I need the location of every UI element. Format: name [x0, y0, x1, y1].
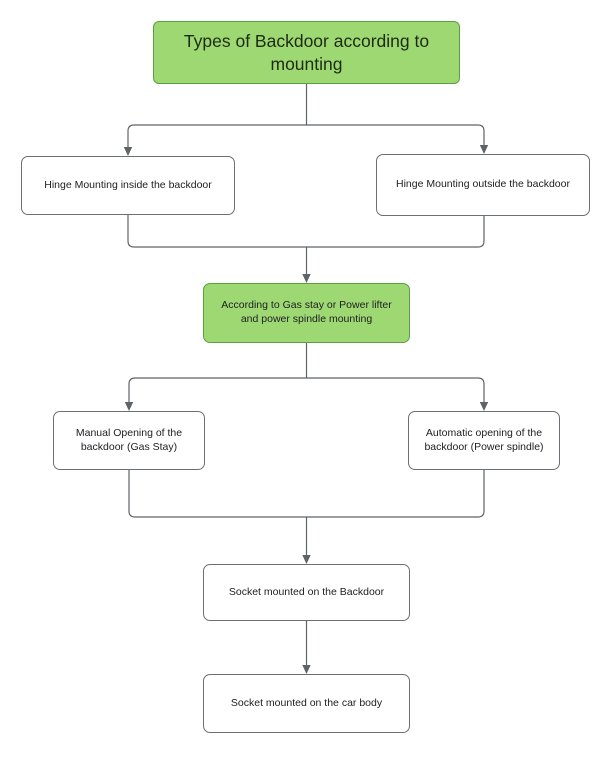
- arrowhead-gas-stay: [302, 274, 311, 283]
- arrowhead-manual: [124, 402, 134, 411]
- node-manual-opening-label: Manual Opening of the backdoor (Gas Stay…: [75, 426, 183, 453]
- node-socket-mounted-backdoor[interactable]: Socket mounted on the Backdoor: [203, 564, 410, 621]
- node-hinge-mounting-outside-label: Hinge Mounting outside the backdoor: [396, 178, 570, 191]
- edge-hinge-inside-merge: [127, 215, 307, 248]
- node-title[interactable]: Types of Backdoor according to mounting: [153, 21, 460, 84]
- node-hinge-mounting-outside[interactable]: Hinge Mounting outside the backdoor: [376, 154, 590, 216]
- arrowhead-automatic: [479, 402, 489, 411]
- edge-title-to-hinge-inside: [127, 124, 307, 148]
- node-socket-mounted-car-body[interactable]: Socket mounted on the car body: [203, 674, 410, 733]
- arrowhead-hinge-outside: [479, 145, 489, 154]
- edge-title-to-hinge-outside: [306, 124, 485, 146]
- node-gas-stay-power-lifter[interactable]: According to Gas stay or Power lifter an…: [203, 283, 410, 343]
- node-hinge-mounting-inside-label: Hinge Mounting inside the backdoor: [44, 178, 212, 191]
- node-automatic-opening[interactable]: Automatic opening of the backdoor (Power…: [408, 411, 560, 470]
- node-title-label: Types of Backdoor according to mounting: [183, 31, 430, 74]
- edge-gas-stay-to-automatic: [306, 377, 485, 403]
- arrowhead-socket-car-body: [302, 665, 311, 674]
- node-socket-mounted-car-body-label: Socket mounted on the car body: [230, 696, 383, 709]
- node-gas-stay-power-lifter-label: According to Gas stay or Power lifter an…: [221, 299, 392, 325]
- node-manual-opening[interactable]: Manual Opening of the backdoor (Gas Stay…: [53, 411, 205, 470]
- edge-automatic-merge: [306, 470, 485, 518]
- edge-hinge-outside-merge: [306, 216, 485, 248]
- edge-manual-merge: [128, 470, 307, 518]
- node-automatic-opening-label: Automatic opening of the backdoor (Power…: [424, 426, 544, 453]
- node-hinge-mounting-inside[interactable]: Hinge Mounting inside the backdoor: [21, 156, 235, 215]
- edge-gas-stay-to-manual: [128, 377, 307, 403]
- arrowhead-socket-backdoor: [302, 555, 311, 564]
- node-socket-mounted-backdoor-label: Socket mounted on the Backdoor: [228, 585, 385, 598]
- arrowhead-hinge-inside: [123, 147, 133, 156]
